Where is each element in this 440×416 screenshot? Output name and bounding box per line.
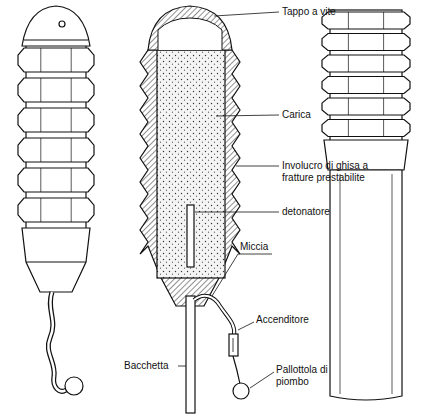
part-label: Bacchetta	[124, 360, 168, 372]
part-label: Carica	[282, 109, 311, 121]
part-label: Pallottola di piombo	[276, 364, 346, 388]
part-label: Miccia	[240, 241, 268, 253]
part-label: Involucro di ghisa a fratture prestabili…	[282, 160, 394, 184]
part-label: Accenditore	[256, 314, 309, 326]
part-label: Tappo a vite	[282, 6, 336, 18]
part-label: detonatore	[282, 206, 330, 218]
